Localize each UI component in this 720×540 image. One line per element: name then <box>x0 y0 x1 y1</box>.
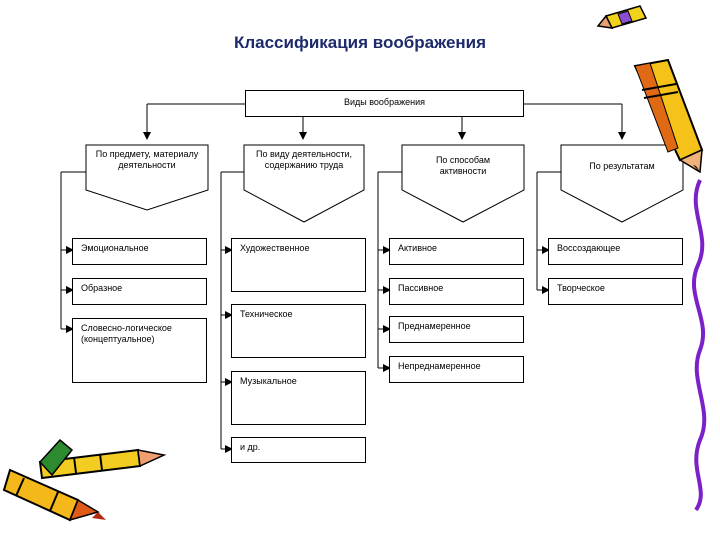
item-label: Художественное <box>240 243 310 253</box>
item-box: Пассивное <box>389 278 524 305</box>
pencil-icon <box>633 58 704 174</box>
group-header-shape <box>560 144 684 223</box>
item-label: и др. <box>240 442 261 452</box>
item-box: Непреднамеренное <box>389 356 524 383</box>
item-box: Художественное <box>231 238 366 292</box>
group-header-3: По способам активности <box>418 155 508 185</box>
item-box: Преднамеренное <box>389 316 524 343</box>
item-box: и др. <box>231 437 366 463</box>
group-header-label: По виду деятельности, содержанию труда <box>256 149 352 170</box>
group-header-shape <box>85 144 209 211</box>
item-label: Активное <box>398 243 437 253</box>
group-header-label: По способам активности <box>435 155 491 176</box>
item-label: Словесно-логическое (концептуальное) <box>81 323 172 344</box>
group-header-label: По предмету, материалу деятельности <box>95 149 199 170</box>
item-box: Музыкальное <box>231 371 366 425</box>
item-label: Эмоциональное <box>81 243 149 253</box>
wavy-line-icon <box>692 179 707 512</box>
item-box: Эмоциональное <box>72 238 207 265</box>
group-header-4: По результатам <box>563 161 681 181</box>
small-pencil-icon <box>596 5 648 29</box>
item-box: Техническое <box>231 304 366 358</box>
item-label: Образное <box>81 283 123 293</box>
item-box: Воссоздающее <box>548 238 683 265</box>
item-label: Музыкальное <box>240 376 297 386</box>
group-header-2: По виду деятельности, содержанию труда <box>246 149 362 189</box>
item-label: Творческое <box>557 283 605 293</box>
group-header-label: По результатам <box>589 161 655 171</box>
group-header-shape <box>401 144 525 223</box>
item-label: Воссоздающее <box>557 243 621 253</box>
group-header-shape <box>243 144 365 223</box>
root-box: Виды воображения <box>245 90 524 117</box>
item-box: Творческое <box>548 278 683 305</box>
root-label: Виды воображения <box>343 97 425 107</box>
pen-icon <box>38 438 167 480</box>
item-box: Словесно-логическое (концептуальное) <box>72 318 207 383</box>
crayon-icon <box>2 468 106 522</box>
item-label: Техническое <box>240 309 293 319</box>
item-label: Пассивное <box>398 283 444 293</box>
group-header-1: По предмету, материалу деятельности <box>88 149 206 189</box>
item-label: Непреднамеренное <box>398 361 481 371</box>
item-label: Преднамеренное <box>398 321 471 331</box>
item-box: Активное <box>389 238 524 265</box>
page-title: Классификация воображения <box>233 33 487 52</box>
item-box: Образное <box>72 278 207 305</box>
